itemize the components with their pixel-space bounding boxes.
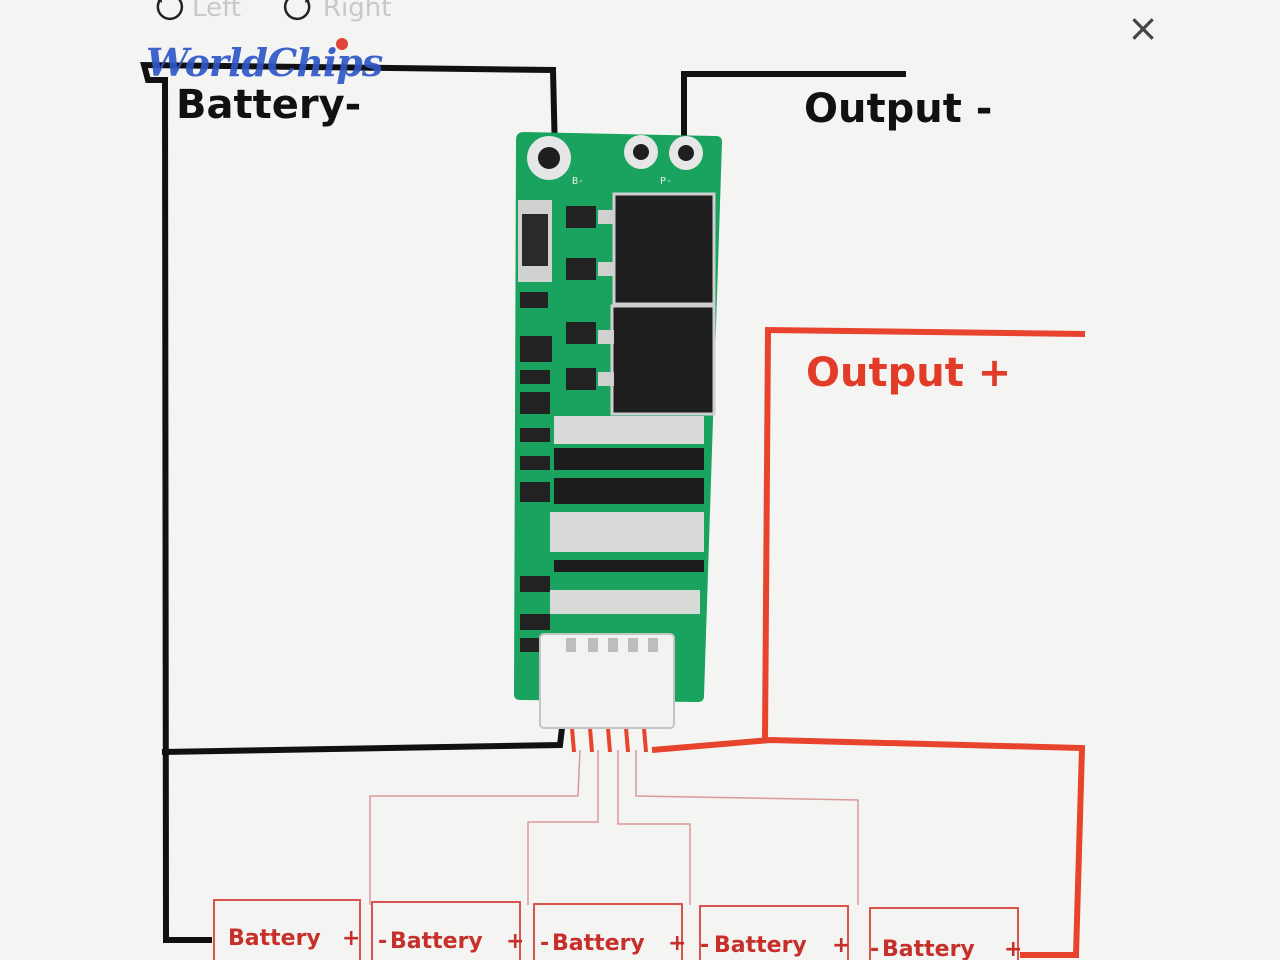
rotate-left-icon (156, 0, 184, 21)
rotate-right-icon (283, 0, 311, 21)
worldchips-logo: WorldChips (146, 38, 383, 85)
battery-cell-label: Battery (714, 933, 807, 958)
balance-connector-pins (570, 727, 648, 753)
output-negative-wire (681, 71, 906, 155)
battery-cell-label: Battery (390, 929, 483, 954)
output-negative-label: Output - (804, 86, 993, 132)
pcb-silkscreen-p: P- (660, 176, 672, 187)
cell-plus-sign: + (1004, 937, 1022, 960)
negative-wires (140, 61, 906, 943)
cell-plus-sign: + (342, 926, 360, 951)
image-toolbar: Left Right (150, 0, 391, 30)
battery-cell-label: Battery (228, 926, 321, 951)
balance-wires (369, 749, 859, 905)
rotate-left-label: Left (192, 0, 241, 23)
close-button[interactable]: × (1127, 6, 1159, 50)
rotate-left-button[interactable]: Left (150, 0, 241, 26)
bms-pcb: B- P- (514, 132, 722, 729)
battery-cell-label: Battery (552, 931, 645, 956)
battery-cell-label: Battery (882, 937, 975, 960)
battery-positive-wire (651, 736, 1086, 958)
cell-minus-sign: - (540, 931, 549, 956)
battery-cells: Battery + - Battery + - Battery + - Batt… (213, 899, 1022, 960)
battery-negative-return-wire (161, 727, 565, 755)
mosfet-1 (612, 192, 716, 306)
positive-wires (651, 326, 1086, 958)
rotate-right-label: Right (322, 0, 392, 23)
battery-cell-4: - Battery + (699, 905, 850, 960)
rotate-right-button[interactable]: Right (281, 0, 391, 26)
mosfet-2 (610, 304, 716, 416)
cell-plus-sign: + (832, 933, 850, 958)
cell-plus-sign: + (668, 931, 686, 956)
battery-cell-1: Battery + (213, 899, 361, 960)
battery-negative-label: Battery- (176, 82, 362, 128)
balance-connector (539, 633, 675, 729)
cell-minus-sign: - (378, 929, 387, 954)
pcb-silkscreen-b: B- (572, 176, 584, 187)
logo-dot (336, 38, 348, 50)
battery-cell-5: - Battery + (869, 907, 1022, 960)
battery-cell-3: - Battery + (533, 903, 686, 960)
output-positive-label: Output + (806, 350, 1012, 396)
cell-minus-sign: - (870, 937, 879, 960)
battery-cell-2: - Battery + (371, 901, 524, 960)
cell-minus-sign: - (700, 933, 709, 958)
output-positive-wire (762, 326, 1086, 741)
battery-negative-wire (140, 61, 558, 943)
cell-plus-sign: + (506, 929, 524, 954)
